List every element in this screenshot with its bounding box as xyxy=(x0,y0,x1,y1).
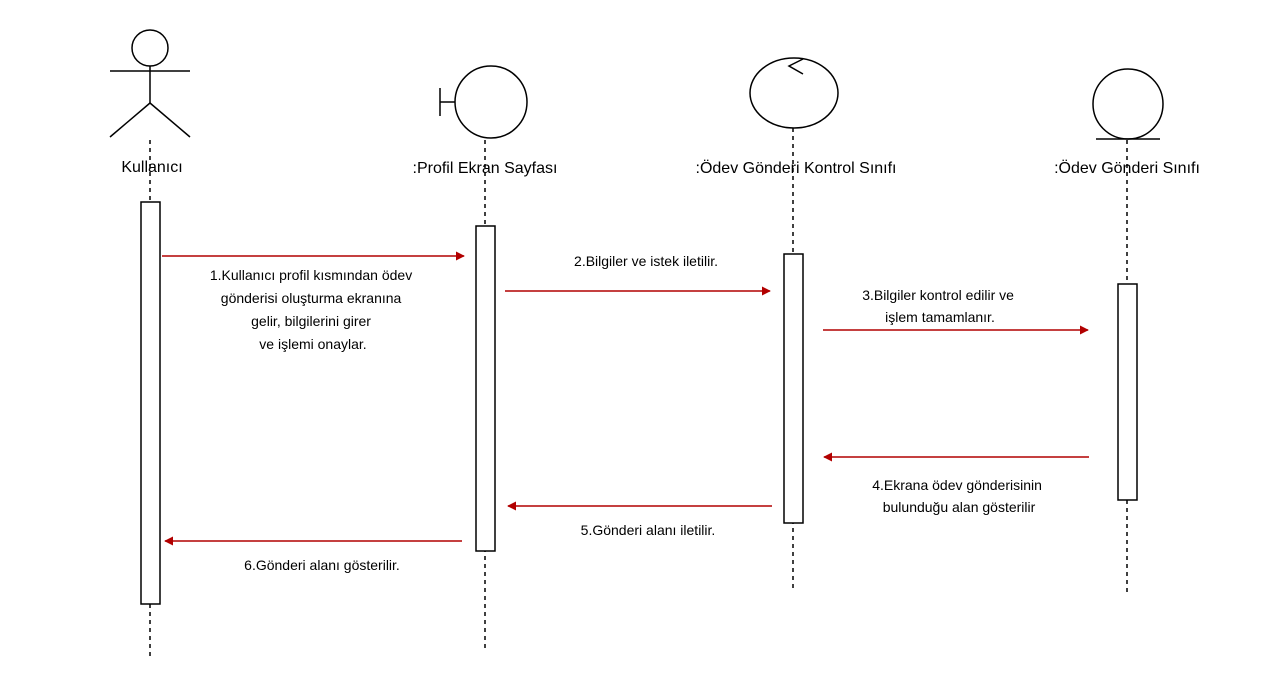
messages xyxy=(162,251,1089,546)
activation-bar-user xyxy=(140,201,161,605)
message-label-3: 3.Bilgiler kontrol edilir ve işlem tamam… xyxy=(862,287,1018,325)
activation-bar-control xyxy=(783,253,804,524)
participant-label-entity: :Ödev Gönderi Sınıfı xyxy=(1054,159,1200,177)
control-icon xyxy=(749,57,839,129)
entity-icon xyxy=(1092,68,1164,140)
activation-bar-screen xyxy=(475,225,496,552)
message-label-2: 2.Bilgiler ve istek iletilir. xyxy=(574,253,718,269)
actor-icon xyxy=(109,29,191,138)
participant-label-control: :Ödev Gönderi Kontrol Sınıfı xyxy=(696,159,897,177)
activation-bar-entity xyxy=(1117,283,1138,501)
message-label-4: 4.Ekrana ödev gönderisinin bulunduğu ala… xyxy=(872,477,1046,515)
message-label-5: 5.Gönderi alanı iletilir. xyxy=(581,522,716,538)
message-label-1: 1.Kullanıcı profil kısmından ödev gönder… xyxy=(210,267,416,352)
message-label-6: 6.Gönderi alanı gösterilir. xyxy=(244,557,400,573)
boundary-icon xyxy=(439,65,528,139)
participant-label-screen: :Profil Ekran Sayfası xyxy=(413,160,558,177)
activation-bars xyxy=(140,201,1138,605)
participant-label-user: Kullanıcı xyxy=(121,159,182,176)
lifelines xyxy=(149,128,1128,660)
